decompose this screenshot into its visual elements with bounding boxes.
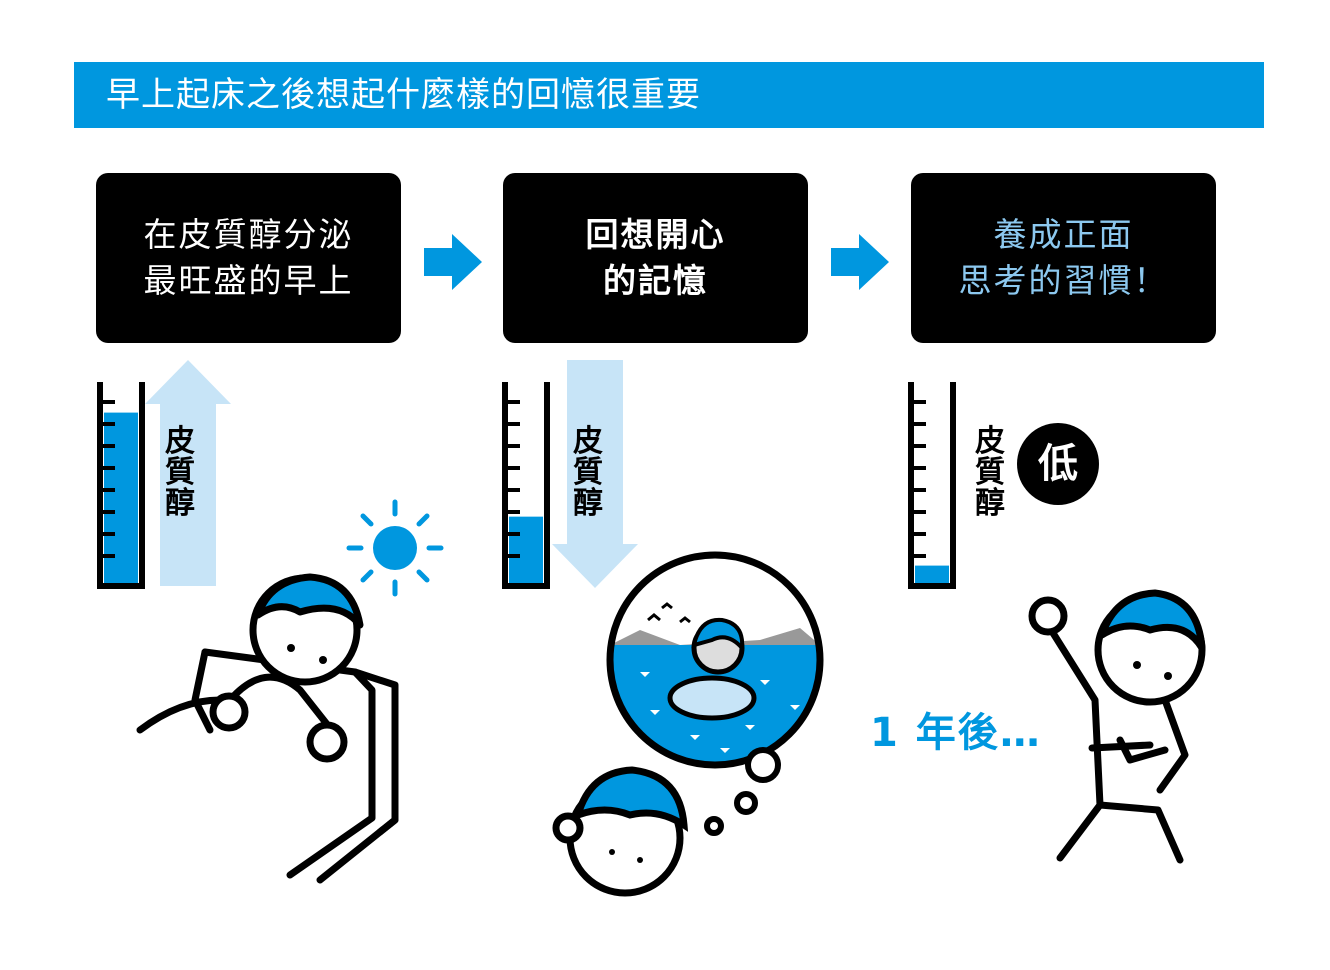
step-3-line-2: 思考的習慣！ (958, 261, 1169, 300)
low-badge: 低 (1017, 423, 1099, 505)
step-1-line-1: 在皮質醇分泌 (143, 215, 354, 254)
title-banner: 早上起床之後想起什麼樣的回憶很重要 (74, 62, 1264, 128)
step-2-line-1: 回想開心 (585, 215, 726, 254)
flow-arrow-1-icon (424, 234, 482, 290)
gauge-3-fill (915, 565, 949, 586)
cortisol-label-1: 皮質醇 (165, 424, 195, 521)
cortisol-gauge-1 (97, 382, 145, 589)
cheering-person-illustration (1028, 589, 1206, 864)
cortisol-down-arrow-icon (552, 360, 638, 588)
cortisol-gauge-2 (502, 382, 550, 589)
flow-arrow-2-icon (831, 234, 889, 290)
step-box-happy-memory: 回想開心 的記憶 (503, 173, 808, 343)
gauge-2-fill (509, 516, 543, 586)
step-1-line-2: 最旺盛的早上 (143, 261, 354, 300)
dreaming-head-illustration (552, 766, 689, 897)
step-box-morning: 在皮質醇分泌 最旺盛的早上 (96, 173, 401, 343)
step-3-line-1: 養成正面 (993, 215, 1134, 254)
person-in-bed-illustration (136, 573, 399, 884)
gauge-1-fill (104, 412, 138, 586)
memory-thought-bubble (606, 551, 824, 836)
one-year-later-text: 1 年後… (870, 710, 1042, 756)
cortisol-label-2: 皮質醇 (573, 424, 603, 521)
sun-icon (346, 499, 444, 597)
step-box-positive-habit: 養成正面 思考的習慣！ (911, 173, 1216, 343)
cortisol-gauge-3 (908, 382, 956, 589)
cortisol-up-arrow-icon (145, 360, 231, 586)
step-2-line-2: 的記憶 (603, 261, 708, 300)
cortisol-label-3: 皮質醇 (975, 424, 1005, 521)
